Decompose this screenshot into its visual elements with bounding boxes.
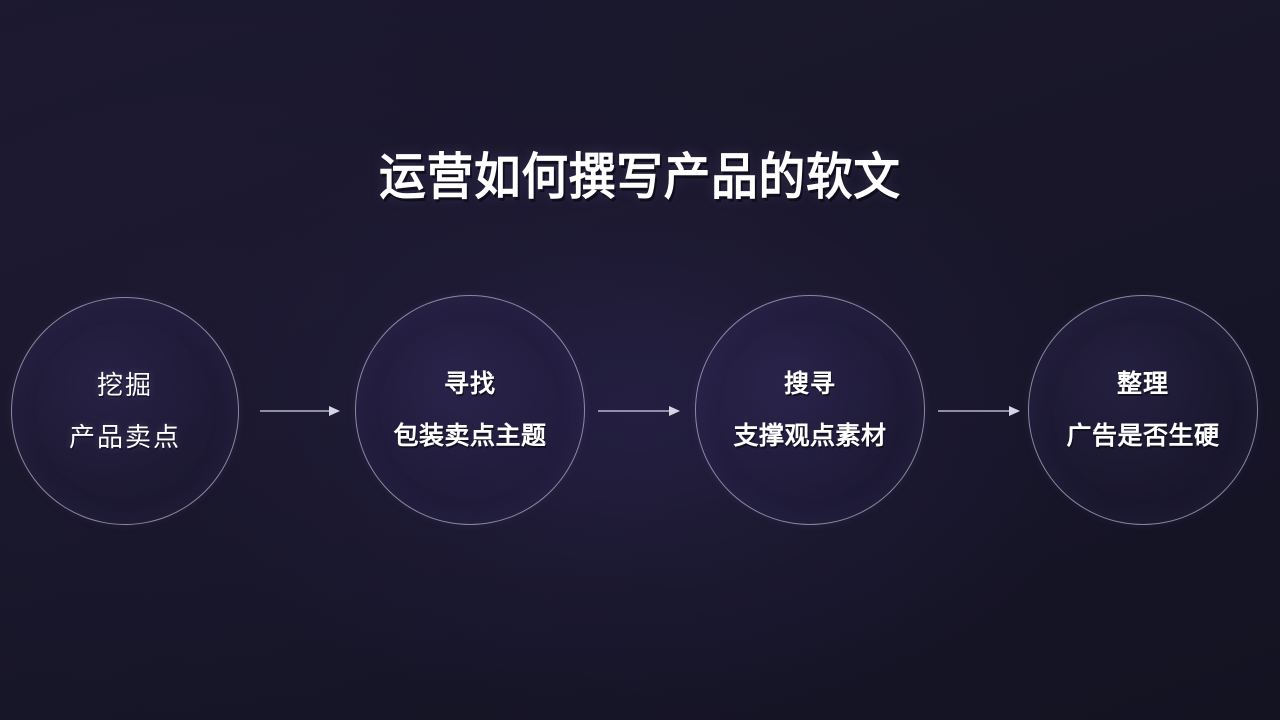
flow-node-3-detail: 支撑观点素材: [733, 422, 887, 450]
flow-node-2[interactable]: 寻找 包装卖点主题: [355, 295, 585, 525]
flow-node-4-heading: 整理: [1116, 370, 1169, 398]
flow-node-4-detail: 广告是否生硬: [1066, 422, 1220, 450]
flow-node-1-detail: 产品卖点: [68, 422, 181, 452]
flow-node-1[interactable]: 挖掘 产品卖点: [11, 297, 239, 525]
process-flow-diagram: 挖掘 产品卖点 寻找 包装卖点主题 搜寻 支撑观点素材: [0, 290, 1280, 535]
arrow-right-icon: [260, 406, 340, 416]
flow-node-3-heading: 搜寻: [783, 370, 836, 398]
flow-node-3[interactable]: 搜寻 支撑观点素材: [695, 295, 925, 525]
flow-node-4[interactable]: 整理 广告是否生硬: [1028, 295, 1258, 525]
arrow-right-icon: [938, 406, 1020, 416]
flow-node-2-heading: 寻找: [443, 370, 496, 398]
arrow-right-icon: [598, 406, 680, 416]
page-title: 运营如何撰写产品的软文: [379, 149, 901, 205]
flow-node-2-detail: 包装卖点主题: [393, 422, 547, 450]
flow-node-1-heading: 挖掘: [96, 370, 153, 400]
